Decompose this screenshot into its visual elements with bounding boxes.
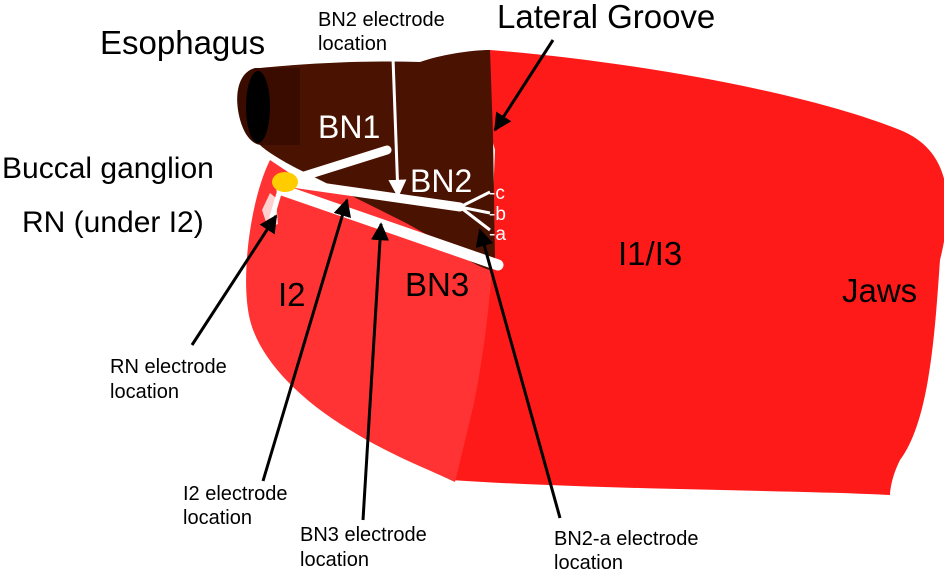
esophagus-label: Esophagus	[100, 24, 265, 61]
branch-a-label: -a	[489, 224, 506, 245]
i1i3-label: I1/I3	[618, 235, 682, 272]
bn2a-electrode-label-2: location	[554, 552, 623, 571]
bn1-label: BN1	[318, 109, 380, 145]
bn2-electrode-label-2: location	[318, 33, 387, 55]
bn2a-electrode-label-1: BN2-a electrode	[554, 528, 699, 550]
branch-b-label: -b	[489, 204, 506, 225]
bn2-electrode-label-1: BN2 electrode	[318, 9, 445, 31]
rn-electrode-label-1: RN electrode	[110, 356, 227, 378]
i2-electrode-label-2: location	[183, 507, 252, 529]
bn3-electrode-label-1: BN3 electrode	[300, 524, 427, 546]
jaws-label: Jaws	[842, 272, 917, 309]
lateral-groove-label: Lateral Groove	[497, 0, 715, 35]
bn3-label: BN3	[405, 266, 469, 303]
bn3-electrode-label-2: location	[300, 549, 369, 571]
rn-electrode-label-2: location	[110, 381, 179, 403]
i2-electrode-label-1: I2 electrode	[183, 483, 288, 505]
esophagus-lumen	[246, 71, 270, 143]
rn-label: RN (under I2)	[22, 206, 204, 239]
buccal-ganglion-label: Buccal ganglion	[2, 152, 214, 185]
i2-label: I2	[278, 276, 306, 313]
buccal-ganglion	[272, 172, 298, 192]
branch-c-label: -c	[489, 183, 505, 204]
bn2-label: BN2	[410, 163, 472, 199]
